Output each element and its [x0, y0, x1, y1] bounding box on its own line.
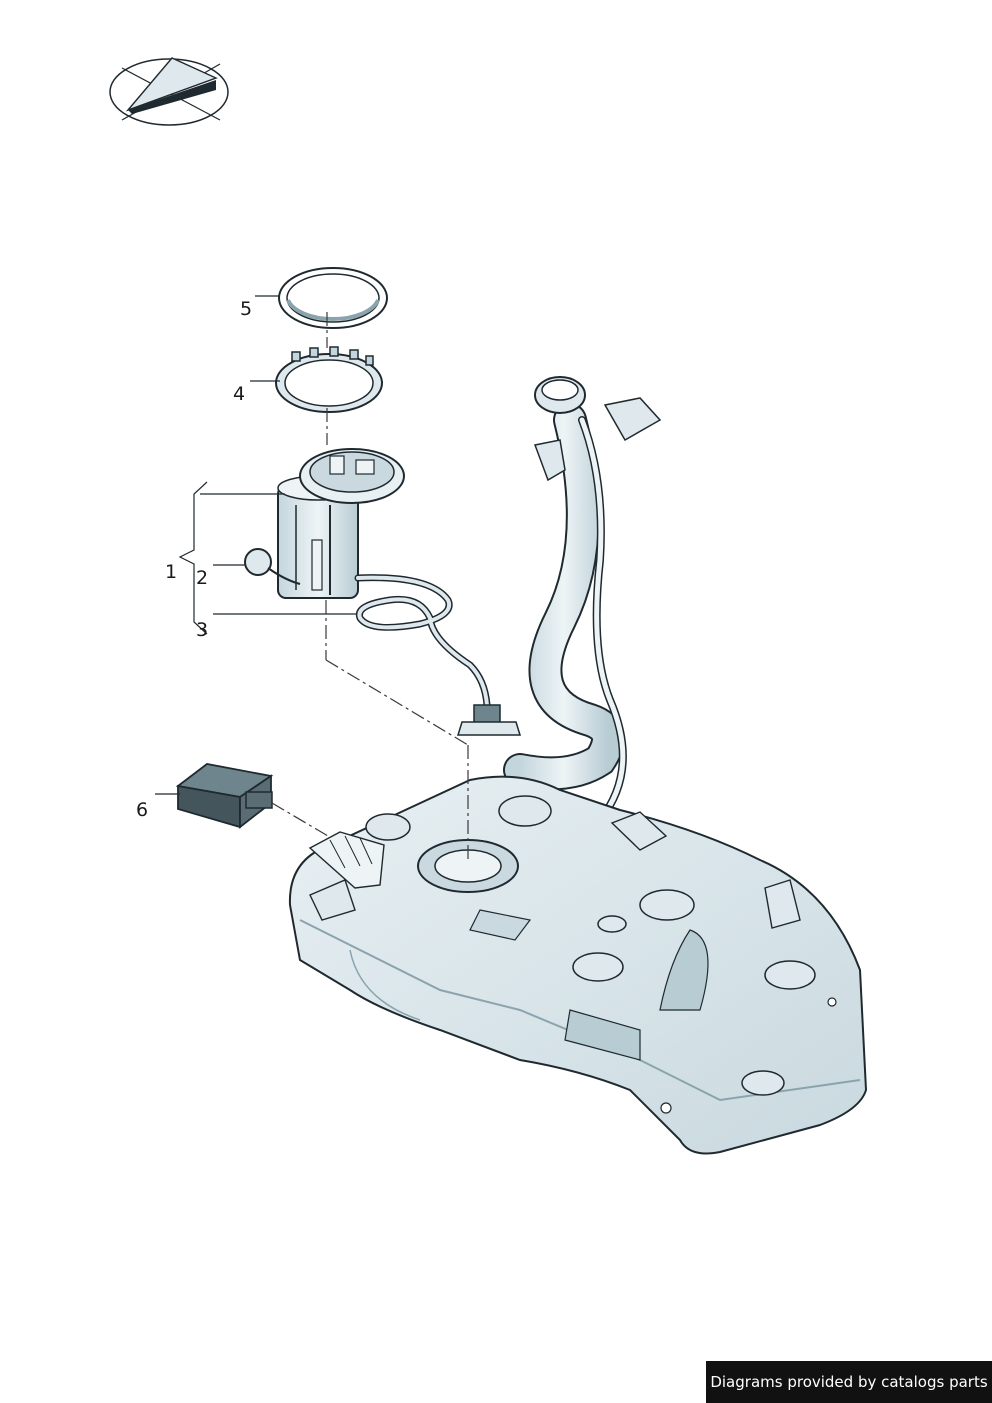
callout-3: 3 — [196, 619, 208, 641]
callout-6: 6 — [136, 799, 148, 821]
level-sender-part — [244, 548, 301, 585]
callout-labels: 5 4 1 2 3 6 — [136, 298, 252, 821]
credit-text: Diagrams provided by catalogs parts — [710, 1373, 988, 1391]
credit-banner: Diagrams provided by catalogs parts — [706, 1361, 992, 1403]
wiring-harness-part — [354, 574, 522, 736]
leader-lines — [155, 295, 356, 795]
fuel-delivery-unit-part — [277, 448, 405, 599]
locking-ring-part — [275, 346, 383, 413]
sealing-ring-part — [278, 267, 388, 329]
direction-compass-icon — [109, 57, 229, 126]
control-unit-part — [175, 763, 274, 829]
fuel-tank-part — [288, 775, 868, 1155]
callout-1: 1 — [165, 561, 177, 583]
callout-5: 5 — [240, 298, 252, 320]
callout-4: 4 — [233, 383, 245, 405]
callout-2: 2 — [196, 567, 208, 589]
assembly-guide-lines — [271, 312, 469, 860]
